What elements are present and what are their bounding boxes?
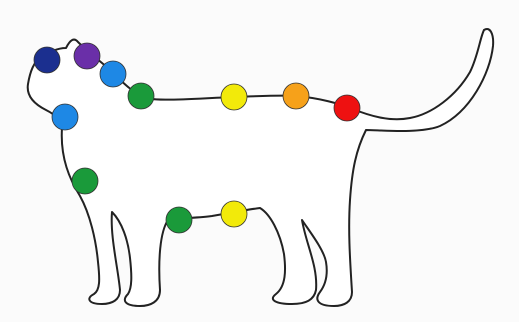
chakra-dot-solar-plexus-belly	[221, 201, 247, 227]
chakra-dot-throat-lower	[52, 104, 78, 130]
chakra-dot-heart-belly	[166, 207, 192, 233]
chakra-dot-solar-plexus-back	[221, 84, 247, 110]
cat-outline	[28, 29, 493, 306]
chakra-dot-sacral	[283, 83, 309, 109]
chakra-dot-root	[334, 95, 360, 121]
chakra-dot-heart-back	[128, 83, 154, 109]
chakra-dot-throat-upper	[100, 61, 126, 87]
chakra-dot-crown	[34, 47, 60, 73]
chakra-dot-third-eye	[74, 43, 100, 69]
chakra-dot-heart-chest	[72, 168, 98, 194]
